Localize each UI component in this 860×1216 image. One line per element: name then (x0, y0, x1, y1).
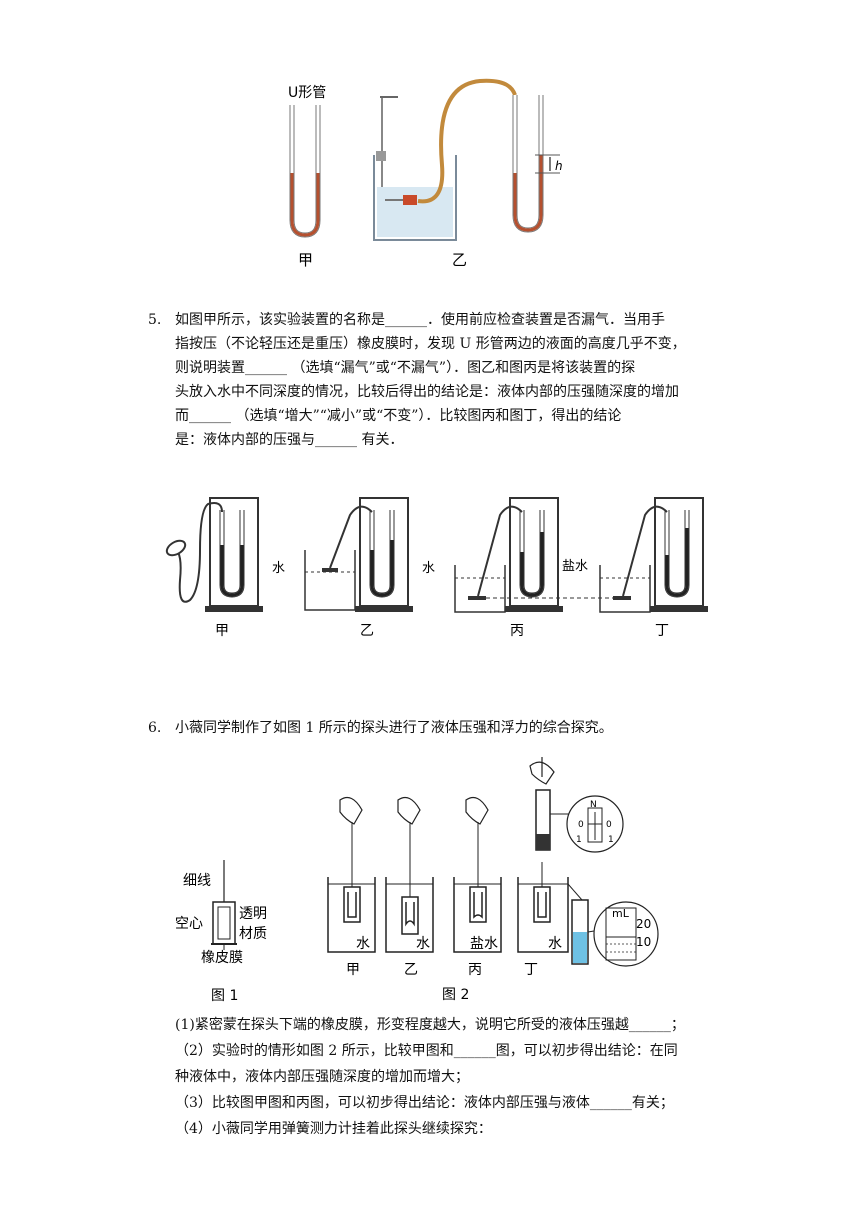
q6-intro: 小薇同学制作了如图 1 所示的探头进行了液体压强和浮力的综合探究。 (175, 720, 613, 736)
u-tube-left (289, 105, 321, 238)
device-yi (304, 497, 413, 612)
q6-item: （2）实验时的情形如图 2 所示，比较甲图和______图，可以初步得出结论：在… (175, 1043, 678, 1059)
graduated-cylinder: mL 20 10 (571, 899, 659, 967)
scale-0-label: 0 (578, 820, 584, 830)
q5-line: 则说明装置______ （选填“漏气”或“不漏气”）．图乙和图丙是将该装置的探 (175, 360, 636, 376)
beaker-yi (385, 797, 434, 953)
fig1-caption: 图 1 (211, 988, 238, 1004)
q6-item: （3）比较图甲图和丙图，可以初步得出结论：液体内部压强与液体______有关； (175, 1095, 674, 1111)
q5-number: 5. (148, 312, 162, 328)
fig2-label-yi: 乙 (404, 962, 418, 978)
device-ding (599, 497, 708, 613)
fig1-thread-label: 细线 (183, 873, 211, 889)
fig2-caption: 图 2 (442, 987, 469, 1002)
q5-text: 如图甲所示，该实验装置的名称是______．使用前应检查装置是否漏气．当用手 指… (175, 308, 686, 452)
h-label: h (555, 159, 563, 173)
top-figure: h U形管 甲 乙 (288, 78, 563, 269)
beaker-bing (453, 797, 502, 953)
q5-water-label: 水 (272, 561, 285, 576)
fig2-liquid-label: 水 (356, 936, 370, 952)
fig1-membrane-label: 橡皮膜 (201, 950, 243, 966)
q6-number: 6. (148, 720, 162, 736)
fig2-liquid-label: 水 (416, 936, 430, 952)
beaker-ding (517, 862, 583, 953)
fig2-liquid-label: 水 (548, 936, 562, 952)
fig1-hollow-label: 空心 (175, 916, 203, 932)
q6-item: (1)紧密蒙在探头下端的橡皮膜，形变程度越大，说明它所受的液体压强越______… (175, 1017, 685, 1033)
cylinder-10-label: 10 (636, 935, 651, 949)
q5-label-bing: 丙 (510, 623, 524, 639)
spring-scale: N 0 0 1 1 (529, 757, 624, 853)
device-jia (165, 497, 263, 612)
q5-label-yi: 乙 (360, 623, 374, 639)
beaker (373, 96, 457, 241)
device-bing (454, 497, 563, 613)
beaker-jia (327, 797, 376, 953)
scale-1-label: 1 (576, 835, 582, 845)
scale-0-label: 0 (606, 820, 612, 830)
q5-line: 而______ （选填“增大”“减小”或“不变”）．比较图丙和图丁，得出的结论 (175, 408, 622, 424)
cylinder-20-label: 20 (636, 917, 651, 931)
q5-label-jia: 甲 (215, 623, 229, 639)
q6-item: （4）小薇同学用弹簧测力计挂着此探头继续探究： (175, 1121, 492, 1137)
fig-top-label-jia: 甲 (298, 251, 313, 269)
u-tube-right: h (512, 95, 563, 233)
q5-line: 头放入水中不同深度的情况，比较后得出的结论是：液体内部的压强随深度的增加 (175, 384, 679, 400)
q6-item: 种液体中，液体内部压强随深度的增加而增大； (175, 1069, 469, 1085)
q5-line: 是：液体内部的压强与______ 有关． (175, 432, 404, 448)
fig2-label-ding: 丁 (524, 962, 538, 978)
fig2-liquid-label: 盐水 (470, 936, 498, 952)
q5-water-label: 水 (422, 561, 435, 576)
fig-top-label-yi: 乙 (452, 251, 467, 269)
fig2-label-jia: 甲 (346, 962, 360, 978)
q5-line: 指按压（不论轻压还是重压）橡皮膜时，发现 U 形管两边的液面的高度几乎不变， (175, 336, 686, 352)
u-tube-label: U形管 (288, 85, 326, 101)
q5-line: 如图甲所示，该实验装置的名称是______．使用前应检查装置是否漏气．当用手 (175, 312, 665, 328)
scale-n-label: N (590, 800, 597, 810)
q6-figure-2: N 0 0 1 1 mL 20 10 水 水 盐水 水 甲 乙 丙 丁 图 2 (327, 757, 659, 1002)
fig1-transparent-label: 透明 (239, 906, 267, 922)
scale-1-label: 1 (608, 835, 614, 845)
cylinder-ml-label: mL (612, 907, 630, 920)
q6-items: (1)紧密蒙在探头下端的橡皮膜，形变程度越大，说明它所受的液体压强越______… (175, 1012, 685, 1142)
rubber-hose (417, 78, 517, 204)
q6-figure-1: 细线 空心 透明 材质 橡皮膜 图 1 (175, 860, 267, 1004)
fig1-material-label: 材质 (239, 926, 267, 942)
q5-saltwater-label: 盐水 (562, 559, 588, 574)
fig2-label-bing: 丙 (468, 962, 482, 978)
q5-label-ding: 丁 (655, 623, 669, 639)
q5-figure: 水 水 盐水 甲 乙 丙 丁 (165, 497, 708, 639)
